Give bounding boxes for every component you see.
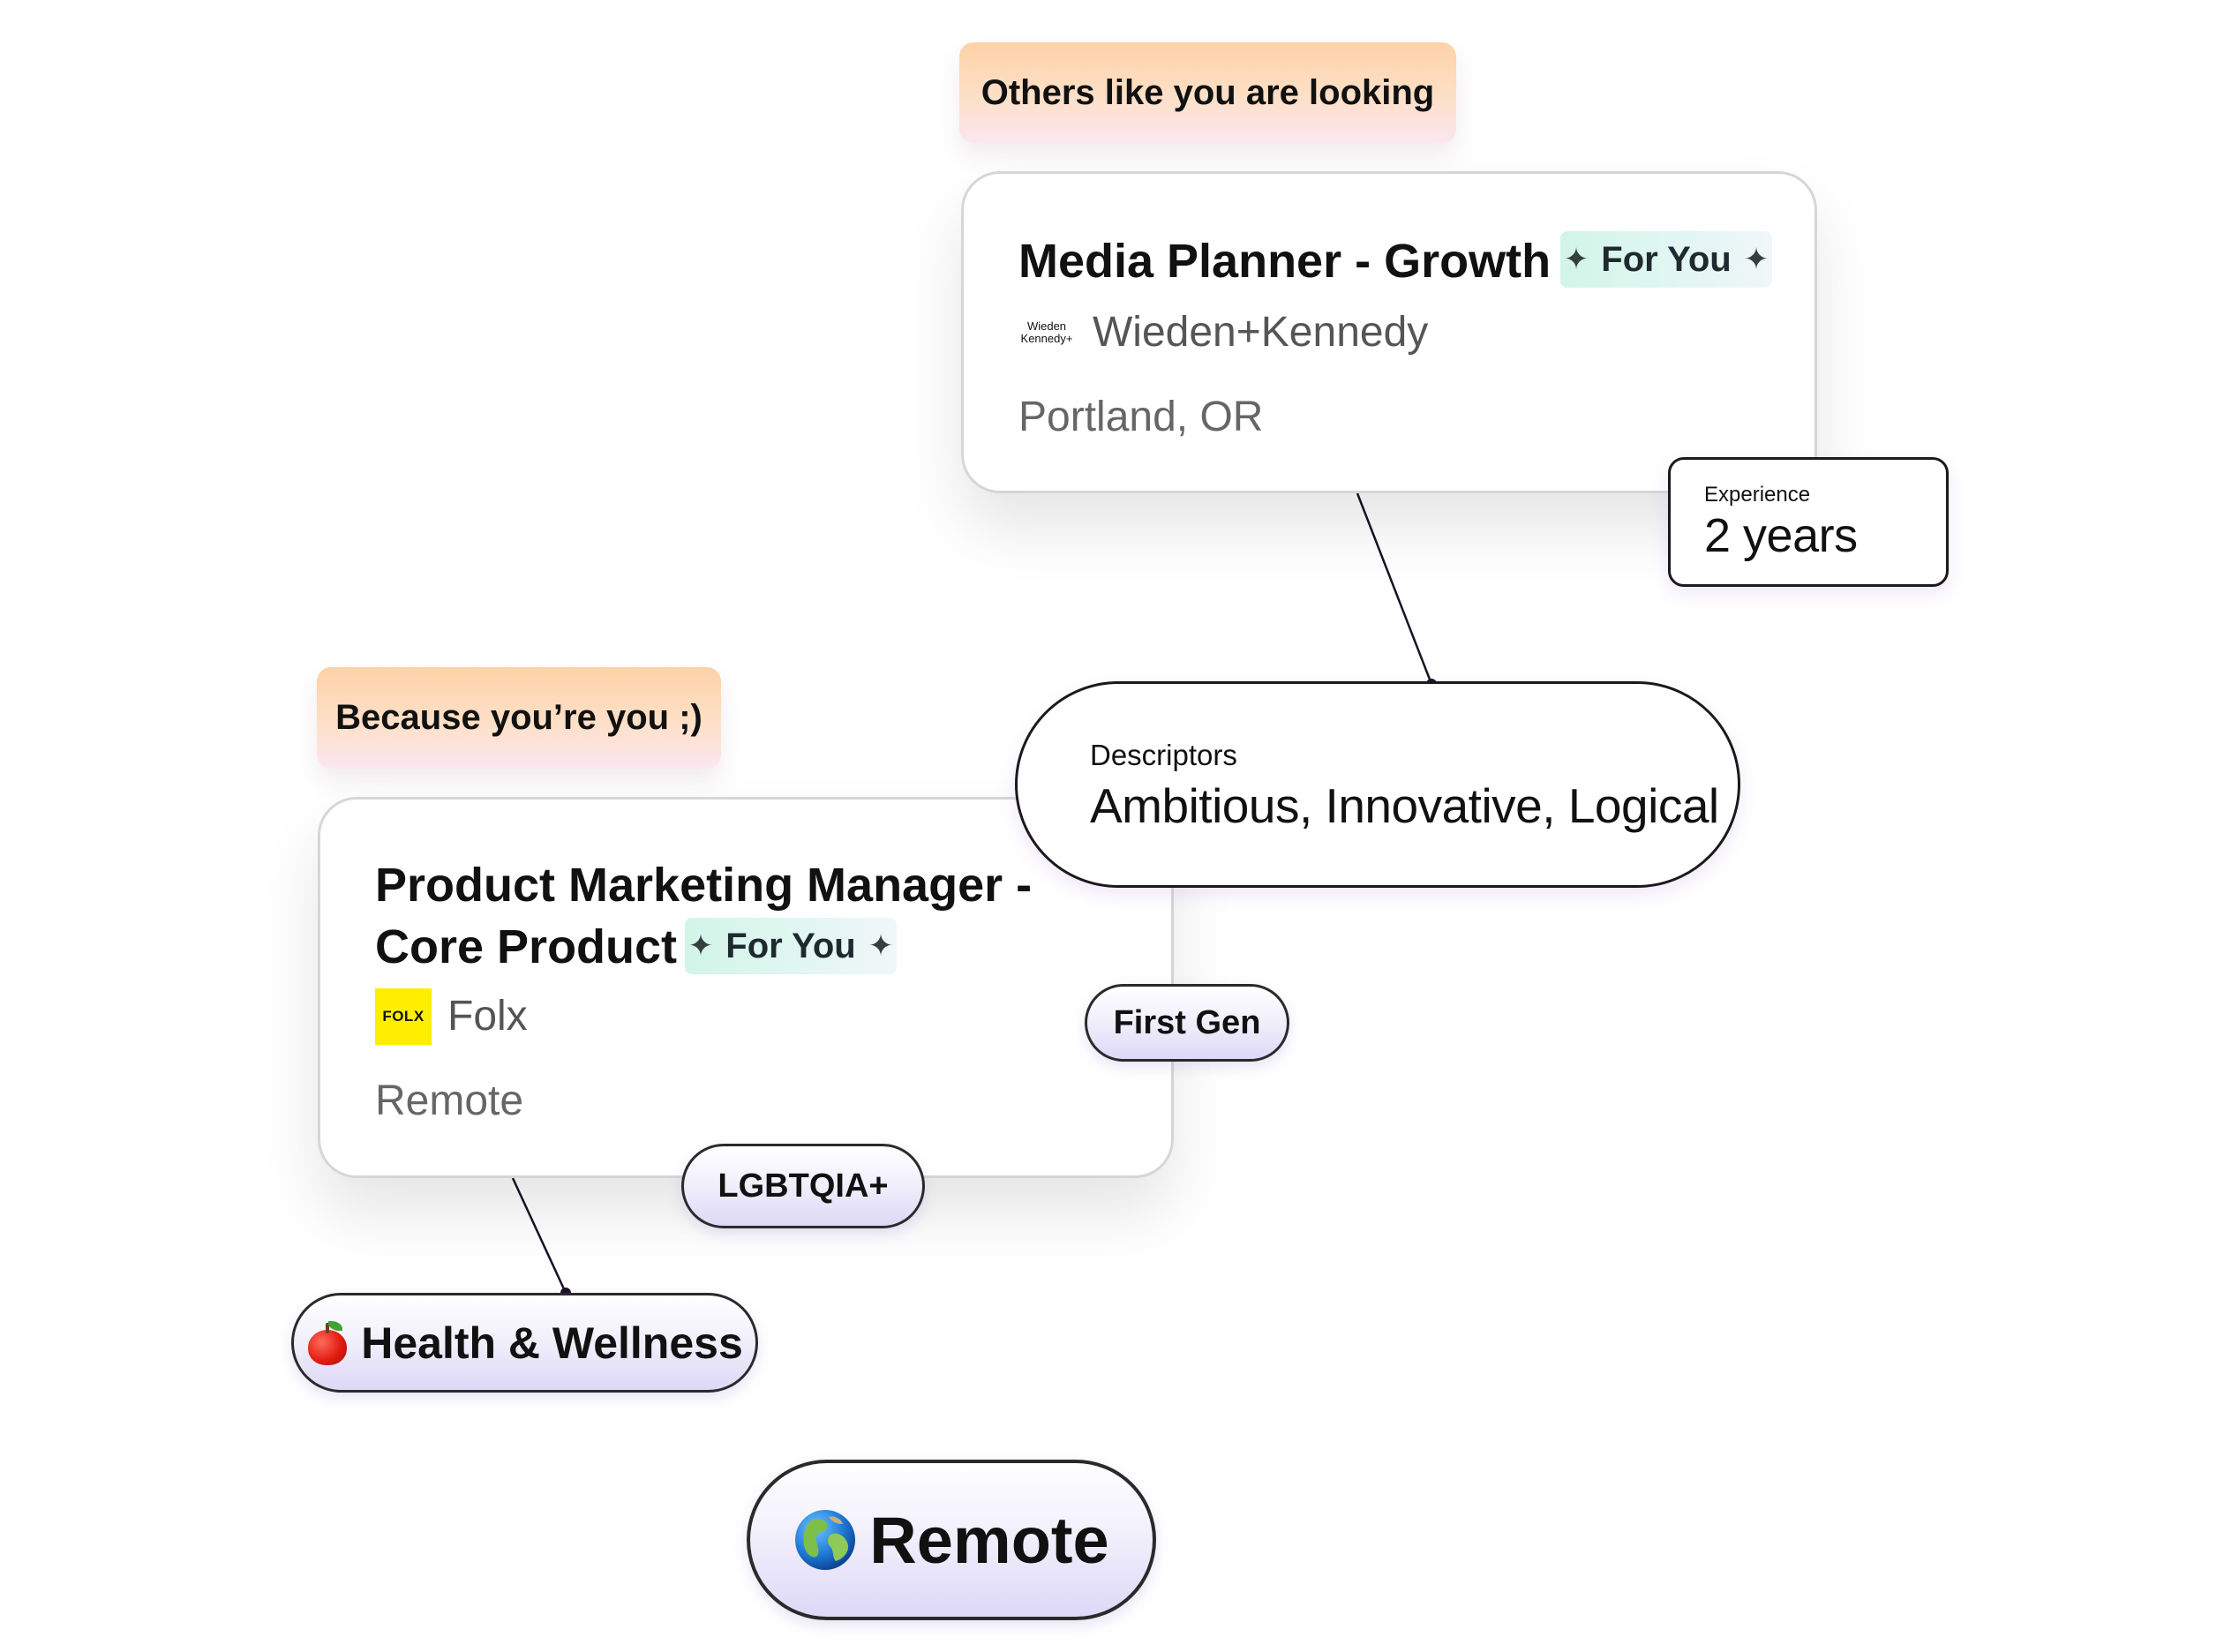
company-logo-line-2: Kennedy+: [1020, 332, 1073, 345]
tag-lgbtqia[interactable]: LGBTQIA+: [681, 1144, 925, 1228]
descriptors-box: Descriptors Ambitious, Innovative, Logic…: [1015, 681, 1740, 888]
tag-first-gen-label: First Gen: [1113, 1003, 1261, 1041]
for-you-label: For You: [725, 926, 856, 965]
job-title-line-1: Product Marketing Manager -: [375, 859, 1033, 912]
company-name: Folx: [447, 993, 528, 1040]
tag-remote-label: Remote: [869, 1503, 1109, 1577]
job-location: Portland, OR: [1018, 394, 1264, 440]
company-logo-text: FOLX: [382, 1008, 425, 1025]
sparkle-icon: ✦: [687, 929, 714, 963]
sparkle-icon: ✦: [1743, 243, 1769, 276]
section-label-others-text: Others like you are looking: [981, 72, 1435, 112]
company-logo: FOLX: [375, 988, 432, 1045]
for-you-badge: ✦ For You ✦: [1560, 231, 1772, 288]
experience-value: 2 years: [1704, 509, 1858, 562]
tag-remote[interactable]: Remote: [747, 1460, 1156, 1620]
section-label-because-youre-you: Because you’re you ;): [317, 667, 721, 769]
section-label-because-text: Because you’re you ;): [335, 698, 703, 737]
descriptors-caption: Descriptors: [1090, 739, 1237, 771]
job-location: Remote: [375, 1078, 524, 1124]
company-logo-line-1: Wieden: [1026, 319, 1067, 333]
job-title: Media Planner - Growth: [1018, 235, 1552, 288]
experience-caption: Experience: [1704, 483, 1811, 507]
company-name: Wieden+Kennedy: [1093, 309, 1429, 356]
company-row: FOLX Folx: [375, 988, 528, 1045]
for-you-label: For You: [1601, 239, 1732, 279]
connector-pmm-health: [511, 1177, 567, 1294]
experience-box: Experience 2 years: [1668, 457, 1949, 587]
section-label-others-like-you: Others like you are looking: [959, 42, 1456, 143]
descriptors-value: Ambitious, Innovative, Logical: [1090, 778, 1719, 833]
apple-icon: [306, 1320, 349, 1365]
job-card-product-marketing-manager[interactable]: Product Marketing Manager - Core Product…: [318, 797, 1174, 1178]
company-row: Wieden Kennedy+ Wieden+Kennedy: [1017, 304, 1429, 361]
globe-icon: [795, 1510, 856, 1570]
connector-media-descriptors: [1356, 492, 1433, 685]
tag-lgbtqia-label: LGBTQIA+: [718, 1167, 889, 1205]
for-you-badge: ✦ For You ✦: [685, 918, 897, 974]
sparkle-icon: ✦: [1563, 243, 1589, 276]
tag-health-wellness[interactable]: Health & Wellness: [291, 1293, 758, 1393]
job-card-media-planner[interactable]: Media Planner - Growth ✦ For You ✦ Wiede…: [961, 171, 1817, 493]
company-logo: Wieden Kennedy+: [1017, 315, 1077, 350]
job-title-line-2: Core Product: [375, 920, 678, 973]
tag-first-gen[interactable]: First Gen: [1085, 984, 1289, 1062]
sparkle-icon: ✦: [868, 929, 894, 963]
tag-health-label: Health & Wellness: [361, 1318, 743, 1368]
